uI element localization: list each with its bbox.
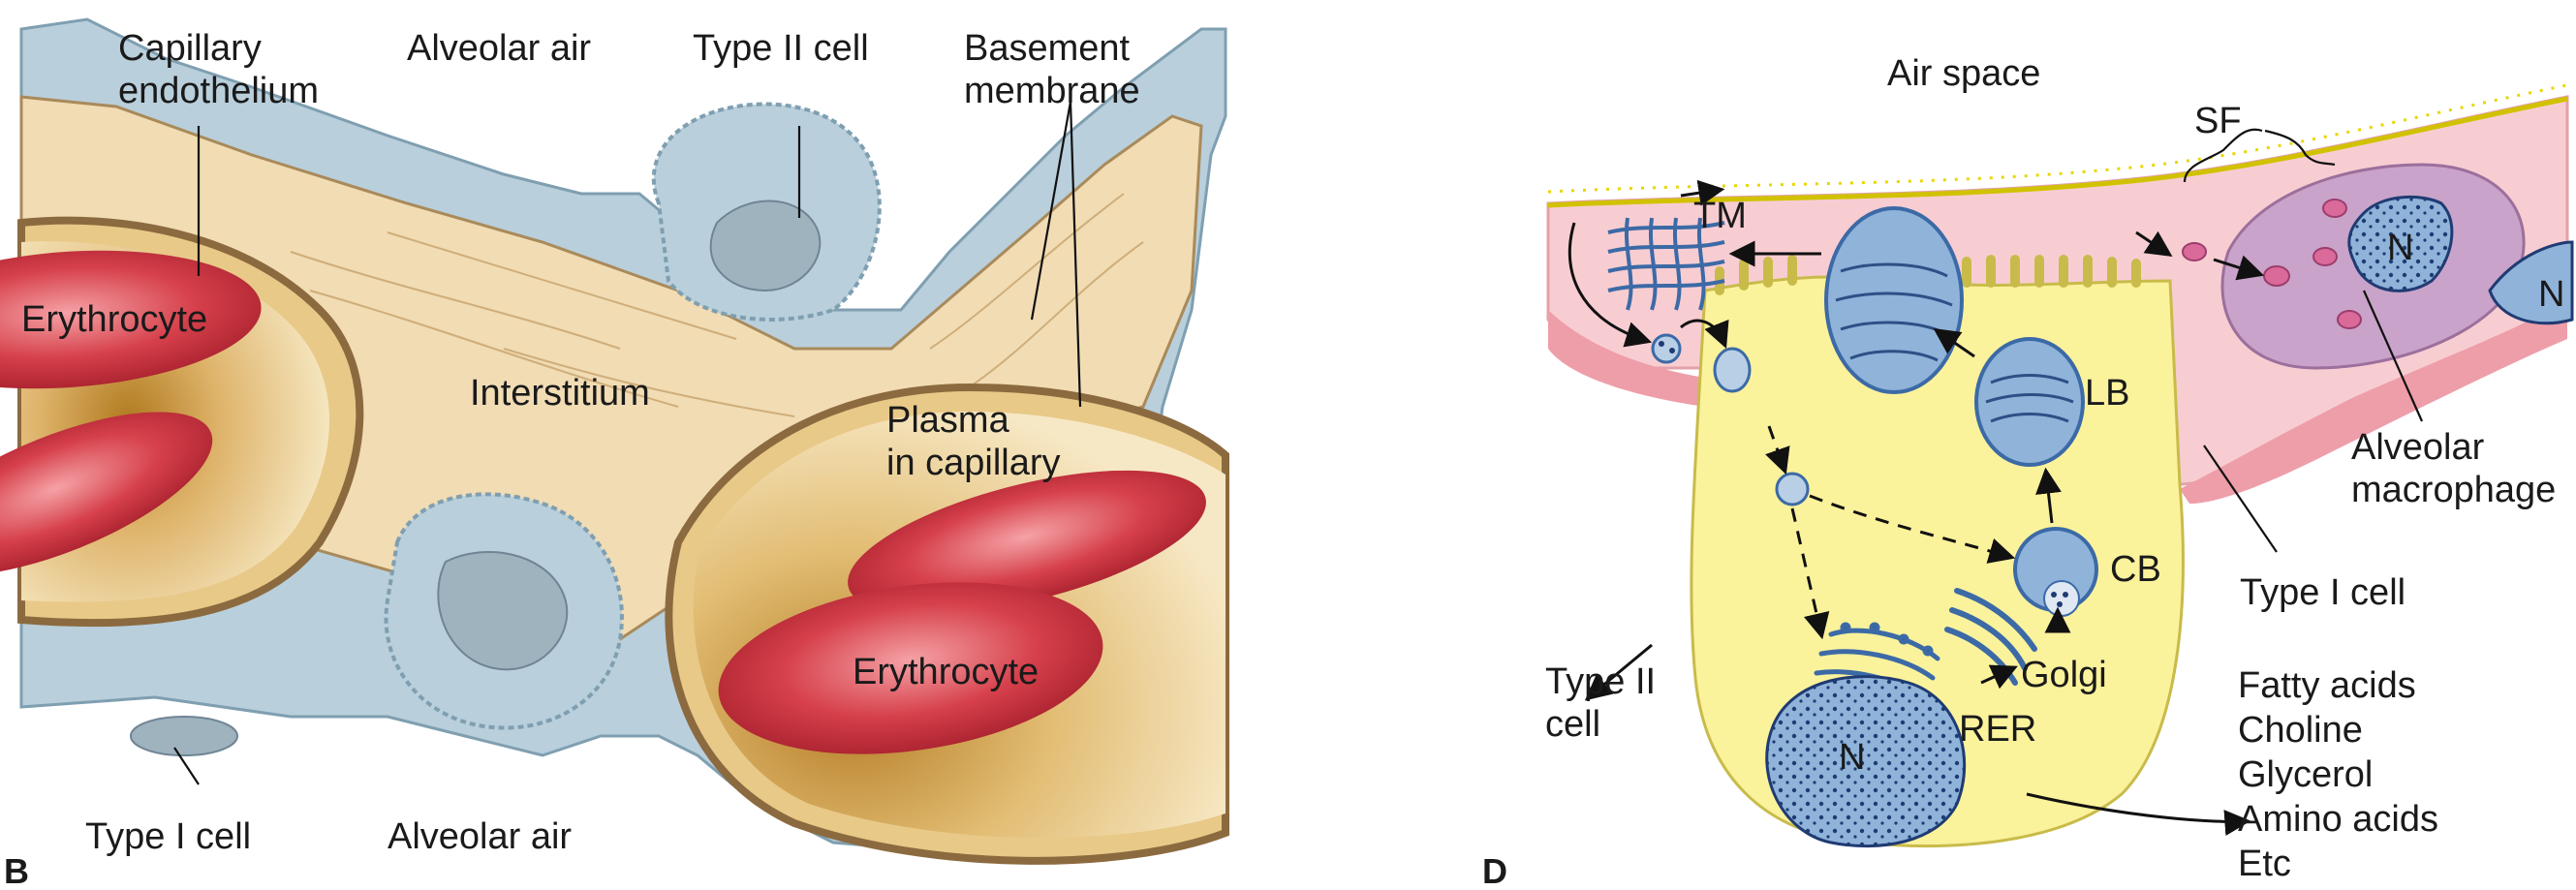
label-interstitium: Interstitium	[470, 373, 650, 414]
type-ii-nucleus	[1765, 675, 1967, 848]
right-capillary	[665, 383, 1229, 865]
panel-b: Capillary endothelium Alveolar air Type …	[0, 17, 1229, 890]
label-type-ii-cell-line1: Type II	[1545, 661, 1656, 702]
label-air-space: Air space	[1887, 53, 2040, 94]
label-type-ii-cell: Type II cell	[693, 28, 869, 69]
lamellar-body	[1974, 337, 2085, 467]
vesicle-1	[1651, 333, 1682, 364]
label-n-nucleus: N	[1839, 737, 1865, 778]
interstitium-fibers	[290, 193, 1144, 417]
label-erythrocyte-right: Erythrocyte	[853, 652, 1039, 692]
label-erythrocyte-left: Erythrocyte	[21, 299, 207, 340]
label-capillary-endothelium-line2: endothelium	[118, 71, 319, 111]
erythrocyte-right-shape-2	[718, 582, 1103, 754]
label-cb: CB	[2110, 549, 2161, 590]
label-rer: RER	[1959, 709, 2036, 750]
label-alveolar-air-top: Alveolar air	[407, 28, 591, 69]
lamellar-body-exocytosis	[1824, 206, 1964, 394]
left-capillary	[0, 216, 364, 628]
erythrocyte-left-shape-1	[0, 250, 262, 389]
vesicle-2	[1713, 347, 1752, 393]
precursor-item: Choline	[2238, 710, 2363, 751]
panel-letter-d: D	[1482, 851, 1507, 890]
type-i-cell-nucleus	[2488, 240, 2574, 325]
precursor-item: Etc	[2238, 844, 2291, 884]
erythrocyte-right-shape-1	[848, 470, 1206, 615]
label-golgi: Golgi	[2021, 655, 2107, 695]
precursor-item: Glycerol	[2238, 754, 2373, 795]
label-type-i-cell-d: Type I cell	[2240, 572, 2405, 613]
panel-d: Air space SF TM N N LB CB Alveolar macro…	[1482, 53, 2574, 890]
label-tm: TM	[1693, 196, 1747, 236]
tubular-myelin	[1607, 217, 1725, 311]
label-alveolar-air-bottom: Alveolar air	[388, 816, 572, 857]
label-alveolar-macrophage-line1: Alveolar	[2351, 427, 2485, 468]
label-lb: LB	[2085, 373, 2129, 414]
panel-letter-b: B	[4, 851, 29, 890]
label-basement-membrane-line1: Basement	[964, 28, 1131, 69]
label-capillary-endothelium-line1: Capillary	[118, 28, 262, 69]
label-alveolar-macrophage-line2: macrophage	[2351, 470, 2556, 510]
precursor-item: Amino acids	[2238, 799, 2438, 840]
precursor-item: Fatty acids	[2238, 665, 2416, 706]
label-n-right: N	[2538, 274, 2564, 315]
label-sf: SF	[2194, 101, 2242, 141]
label-plasma-line1: Plasma	[886, 400, 1010, 441]
label-n-macrophage: N	[2387, 228, 2413, 268]
precursor-list: Fatty acids Choline Glycerol Amino acids…	[2238, 665, 2438, 884]
label-basement-membrane-line2: membrane	[964, 71, 1140, 111]
label-plasma-line2: in capillary	[886, 443, 1061, 483]
secreted-granules	[2182, 199, 2362, 329]
label-type-i-cell-b: Type I cell	[85, 816, 251, 857]
label-type-ii-cell-line2: cell	[1545, 704, 1600, 745]
erythrocyte-left-shape-2	[0, 412, 213, 576]
vesicle-3	[1775, 472, 1810, 506]
